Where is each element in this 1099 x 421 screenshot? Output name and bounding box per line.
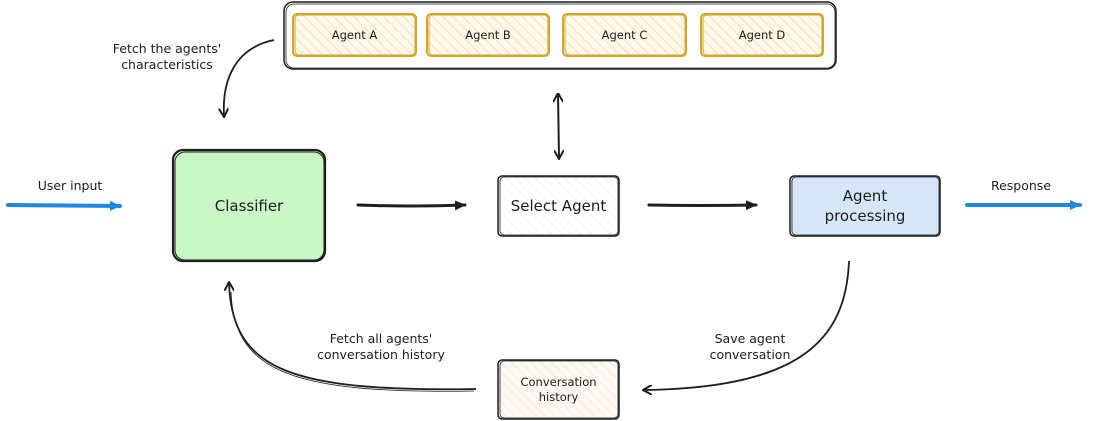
- fetch-history-arrow-sketch-line: [230, 291, 475, 392]
- classifier-node: [171, 148, 327, 263]
- agents-container: [283, 1, 837, 70]
- select-agent-node: [497, 175, 620, 237]
- select-to-processing-arrow: [647, 200, 758, 211]
- agents-select-bidirectional-arrow: [558, 94, 559, 158]
- save-conversation-label: Save agent conversation: [709, 331, 791, 362]
- user-input-arrow: [6, 200, 122, 211]
- conversation-history-node: [497, 359, 620, 420]
- response-label: Response: [990, 178, 1052, 193]
- agent-processing-node: [789, 175, 941, 237]
- fetch-history-label: Fetch all agents' conversation history: [317, 331, 445, 362]
- classifier-label: Classifier: [214, 196, 284, 215]
- classifier-to-select-arrow: [356, 200, 467, 211]
- agent-box-a: [292, 13, 417, 57]
- user-input-label: User input: [37, 178, 103, 193]
- agent-processing-label: Agent processing: [824, 187, 906, 225]
- agent-box-b: [426, 13, 550, 57]
- agent-box-d: [700, 13, 824, 57]
- conversation-history-label: Conversation history: [520, 374, 597, 404]
- agent-c-label: Agent C: [601, 28, 648, 42]
- save-conversation-arrow: [644, 260, 850, 390]
- agent-d-label: Agent D: [738, 28, 786, 42]
- fetch-characteristics-label: Fetch the agents' characteristics: [112, 41, 222, 72]
- select-agent-label: Select Agent: [510, 197, 607, 215]
- agent-a-label: Agent A: [331, 28, 378, 42]
- fetch-characteristics-arrow: [224, 39, 275, 116]
- agent-b-label: Agent B: [465, 28, 511, 42]
- agent-box-c: [562, 13, 687, 57]
